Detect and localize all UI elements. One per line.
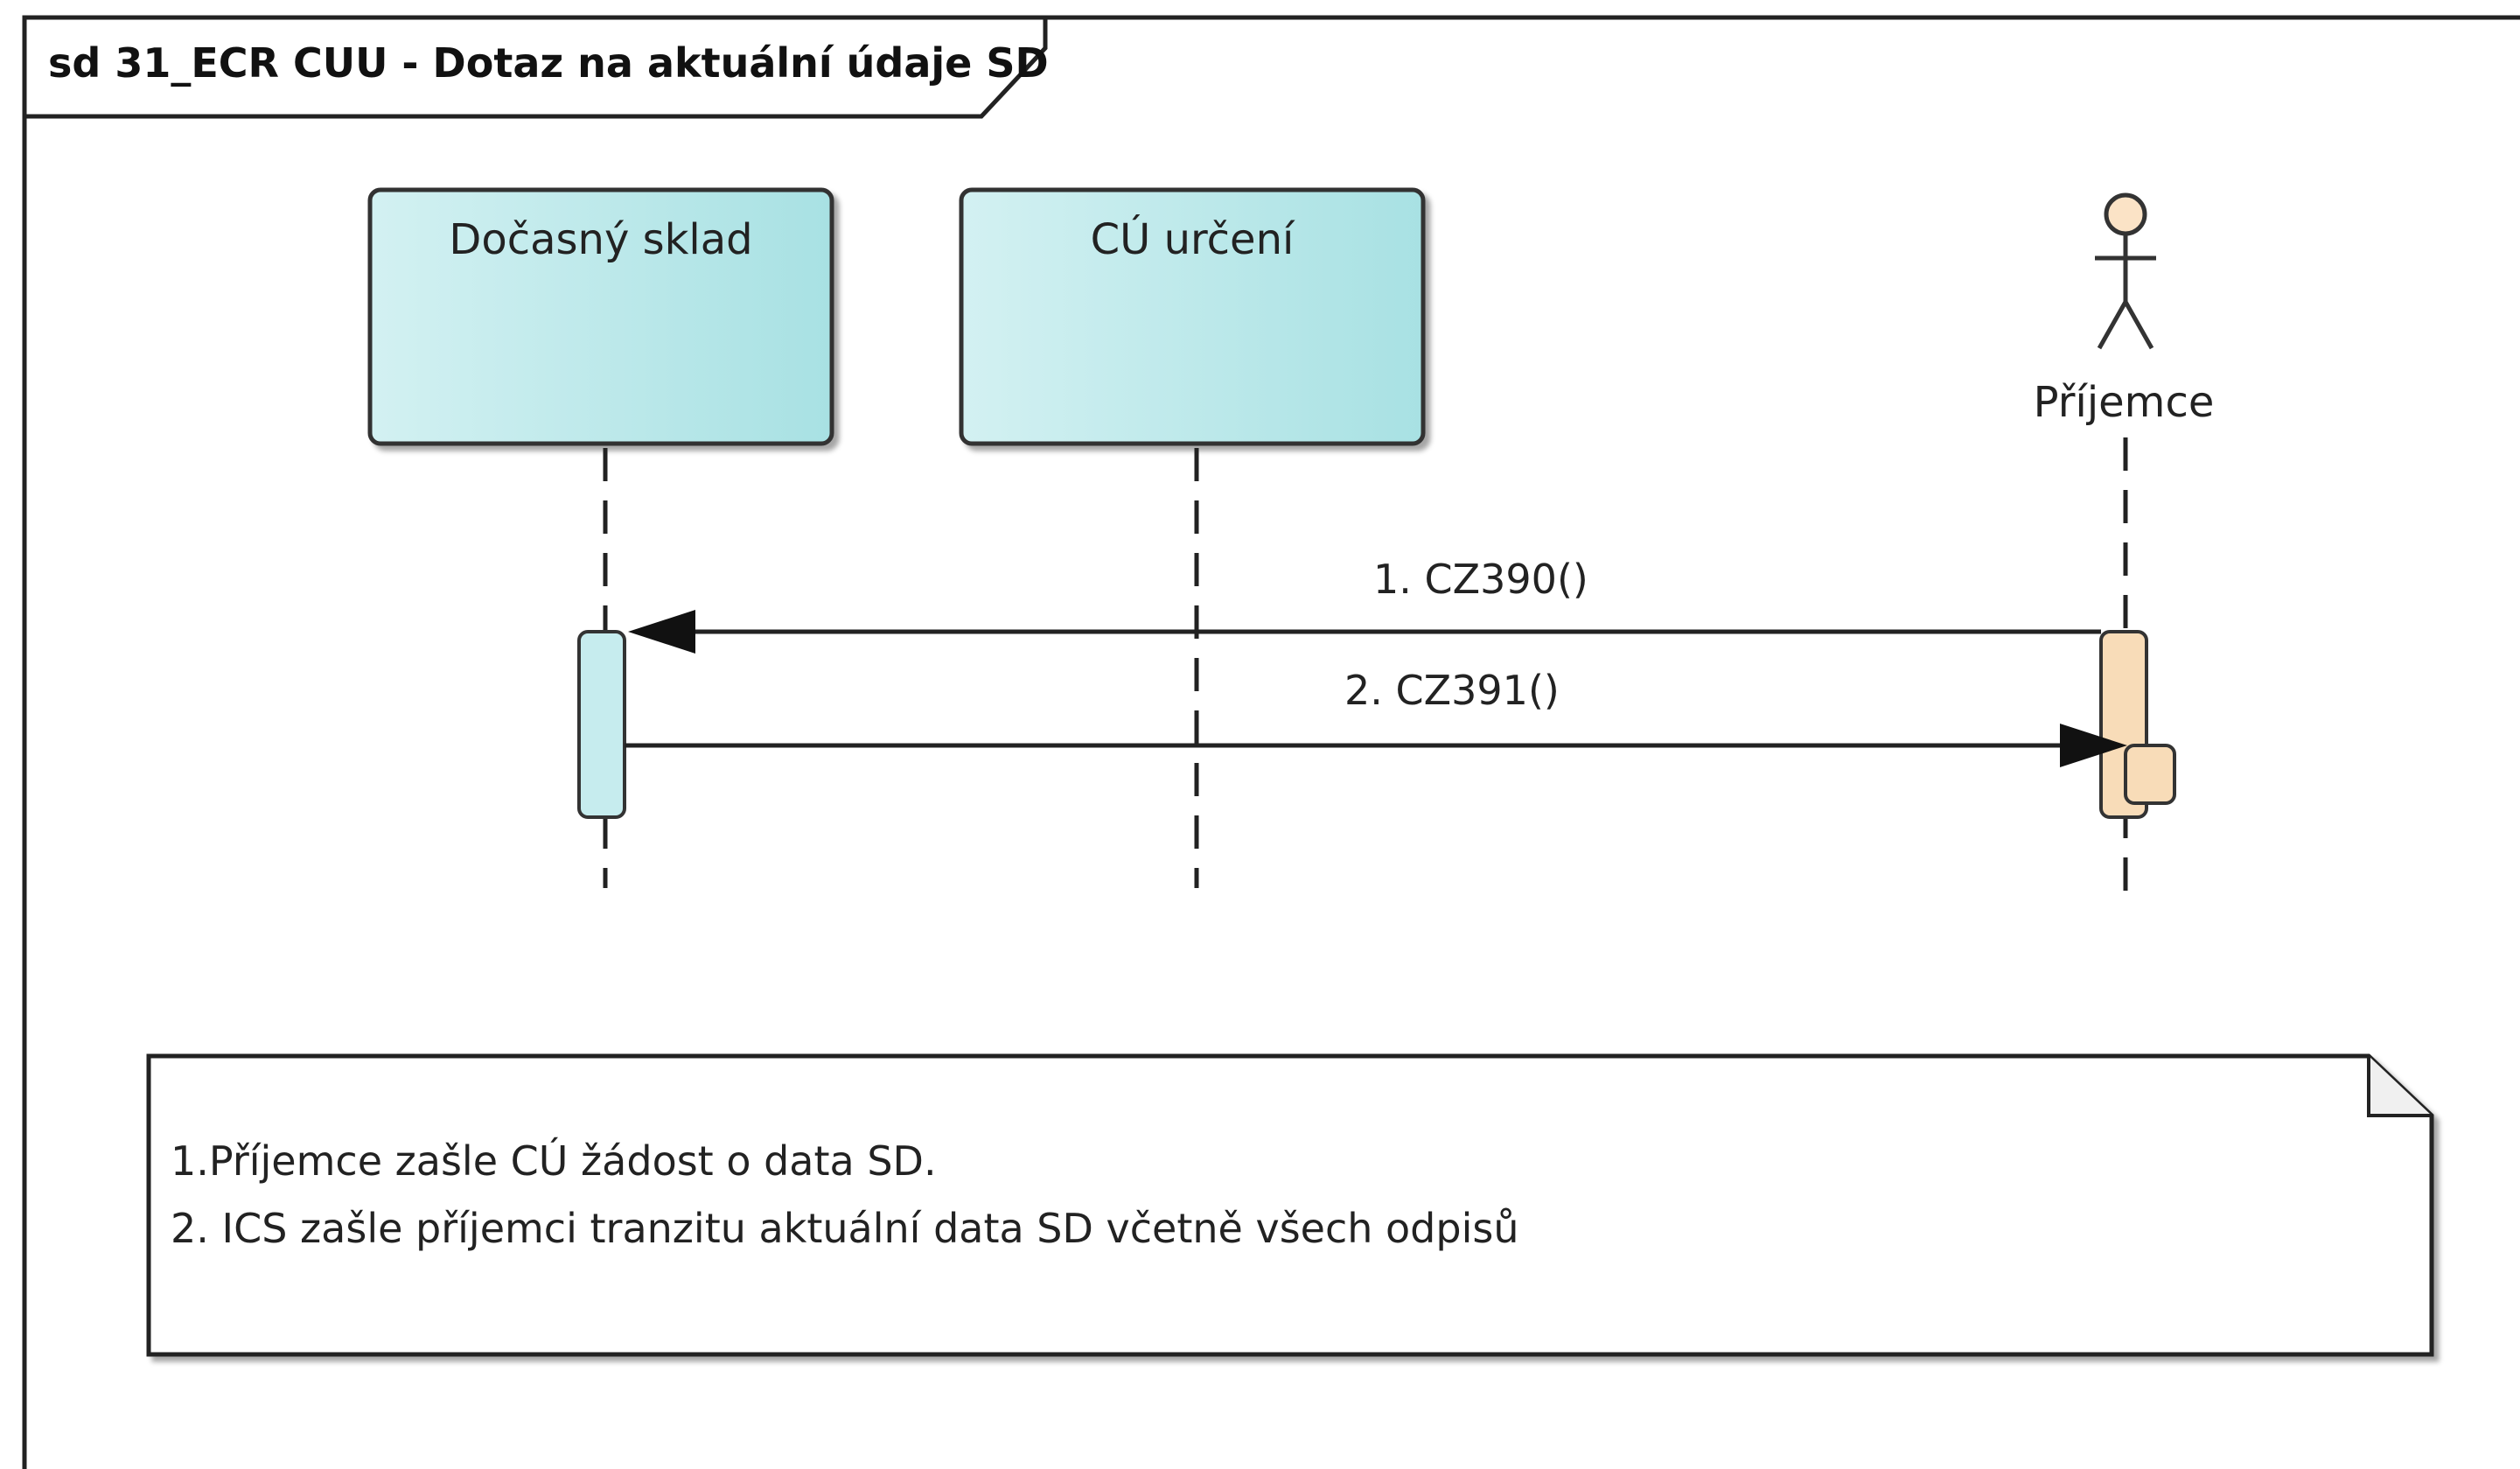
lifeline-label-cu-urceni: CÚ určení	[1091, 214, 1295, 264]
note-box	[146, 1053, 2434, 1357]
lifeline-label-prijemce: Příjemce	[2034, 378, 2215, 427]
activation-bar-prijemce-nested	[2124, 744, 2176, 805]
object-box-docasny-sklad	[367, 187, 834, 446]
frame-title: sd 31_ECR CUU - Dotaz na aktuální údaje …	[48, 39, 1049, 87]
message-1[interactable]: 1. CZ390()	[628, 556, 2101, 654]
lifeline-cu-urceni[interactable]: CÚ určení	[959, 187, 1426, 888]
message-1-label: 1. CZ390()	[1373, 556, 1588, 603]
diagram-frame: sd 31_ECR CUU - Dotaz na aktuální údaje …	[22, 15, 2520, 1469]
message-2-label: 2. CZ391()	[1344, 667, 1560, 714]
message-2-arrowhead	[2060, 724, 2127, 767]
lifeline-docasny-sklad[interactable]: Dočasný sklad	[367, 187, 834, 888]
actor-icon	[2095, 192, 2156, 350]
lifeline-prijemce[interactable]: Příjemce	[2034, 192, 2215, 901]
message-1-arrowhead	[628, 610, 695, 654]
frame-border	[22, 15, 2520, 1469]
note-line-2: 2. ICS zašle příjemci tranzitu aktuální …	[171, 1205, 1518, 1252]
object-box-cu-urceni	[959, 187, 1426, 446]
frame-title-tab	[22, 15, 1048, 119]
note-folded-corner	[2367, 1056, 2432, 1117]
note[interactable]: 1.Příjemce zašle CÚ žádost o data SD. 2.…	[146, 1053, 2434, 1357]
message-2[interactable]: 2. CZ391()	[625, 667, 2127, 767]
activation-bar-docasny-sklad	[577, 630, 626, 819]
note-line-1: 1.Příjemce zašle CÚ žádost o data SD.	[171, 1137, 937, 1185]
lifeline-label-docasny-sklad: Dočasný sklad	[449, 215, 752, 264]
